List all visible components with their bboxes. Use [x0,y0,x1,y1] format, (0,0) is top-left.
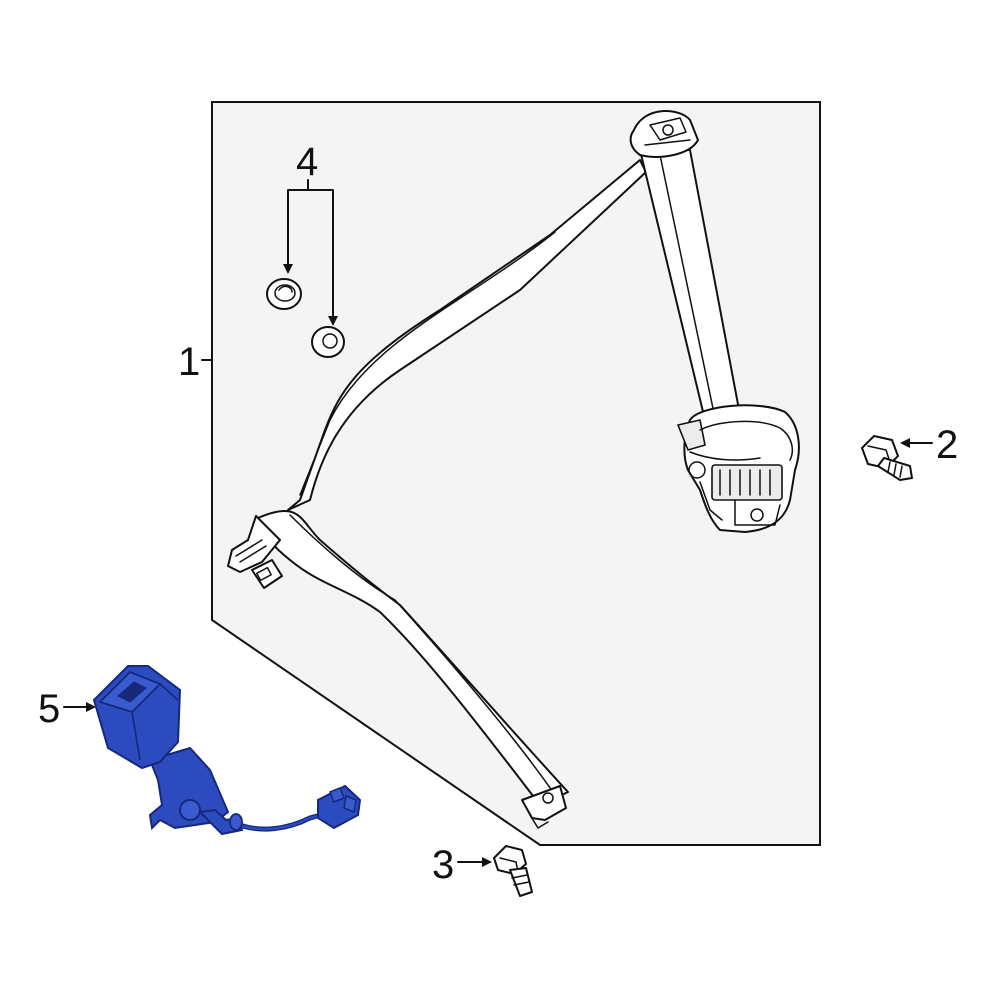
callout-4-arrowhead-b [328,316,338,326]
callout-5[interactable]: 5 [38,687,96,731]
bolt-icon[interactable] [861,435,913,481]
bolt-icon[interactable] [493,845,533,897]
lap-webbing [257,510,569,806]
callout-3[interactable]: 3 [432,843,492,887]
webbing-end-fitting [521,785,567,829]
lower-anchor-bracket [227,515,283,589]
callout-4[interactable]: 4 [283,140,338,326]
grommet-icon[interactable] [266,278,345,358]
callout-4-label: 4 [296,140,318,184]
buckle-assembly-icon[interactable] [92,665,362,836]
shoulder-webbing [287,159,647,511]
callout-5-arrowhead [86,702,96,712]
callout-2-label: 2 [936,423,958,467]
d-ring-anchor [629,110,699,158]
retractor [677,404,800,533]
seat-belt-assembly-icon[interactable] [227,110,800,829]
buckle-stalk [148,746,230,831]
callout-4-leader [287,179,334,319]
callout-1[interactable]: 1 [178,340,213,384]
callout-2-arrowhead [900,438,910,448]
callout-2[interactable]: 2 [900,423,958,467]
callout-1-label: 1 [178,340,200,384]
callout-3-label: 3 [432,843,454,887]
callout-3-arrowhead [482,857,492,867]
assembly-panel [211,101,821,846]
buckle-connector [317,784,362,830]
grommet-a [266,278,302,310]
callout-5-label: 5 [38,687,60,731]
callout-4-arrowhead-a [283,264,293,274]
grommet-b [311,326,345,358]
